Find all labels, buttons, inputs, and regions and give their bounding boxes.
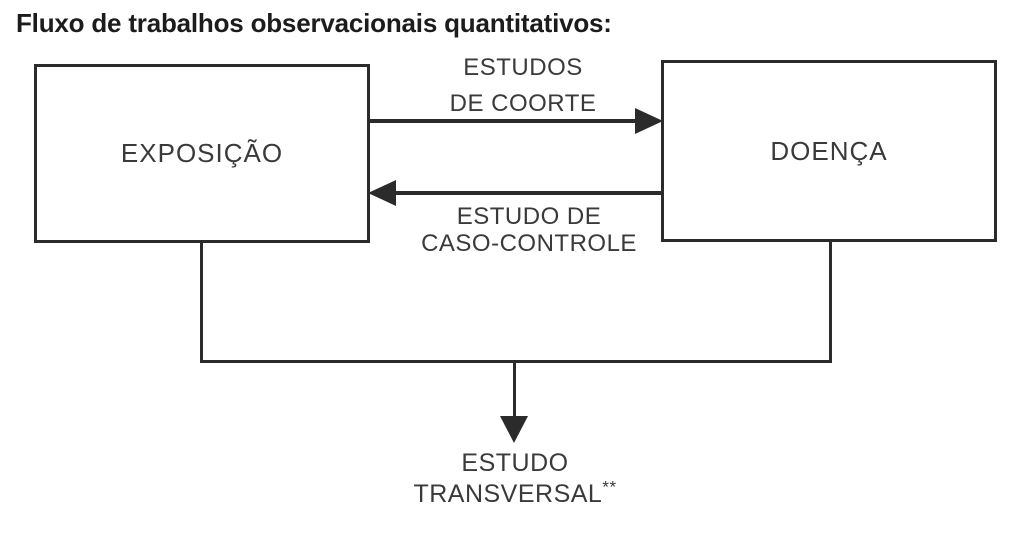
cohort-arrow-label: ESTUDOS DE COORTE xyxy=(398,50,648,122)
case-control-arrow-label-line2: CASO-CONTROLE xyxy=(421,230,637,257)
cohort-arrow-label-line2: DE COORTE xyxy=(449,90,597,117)
case-control-arrow-label: ESTUDO DE CASO-CONTROLE xyxy=(404,203,654,257)
cross-sectional-label-line1: ESTUDO xyxy=(461,449,569,477)
node-disease: DOENÇA xyxy=(661,60,997,242)
cohort-arrowhead-right-icon xyxy=(635,108,663,134)
cohort-arrow-line xyxy=(369,119,637,123)
case-control-arrowhead-left-icon xyxy=(368,180,396,206)
node-exposure: EXPOSIÇÃO xyxy=(34,64,370,243)
node-disease-label: DOENÇA xyxy=(770,135,888,166)
cross-sectional-stem-line xyxy=(513,362,516,417)
cross-sectional-label-line2: TRANSVERSAL** xyxy=(365,479,665,510)
case-control-arrow-label-line1: ESTUDO DE xyxy=(456,203,602,230)
diagram-title: Fluxo de trabalhos observacionais quanti… xyxy=(16,8,612,38)
cross-sectional-superscript: ** xyxy=(602,477,617,497)
cross-sectional-label: ESTUDO TRANSVERSAL** xyxy=(365,448,665,510)
case-control-arrow-line xyxy=(396,191,662,195)
cohort-arrow-label-line1: ESTUDOS xyxy=(463,54,583,81)
cross-sectional-label-line2-text: TRANSVERSAL xyxy=(413,480,603,508)
disease-drop-line xyxy=(829,242,832,363)
exposure-drop-line xyxy=(200,242,203,363)
cross-sectional-arrowhead-down-icon xyxy=(500,416,528,443)
node-exposure-label: EXPOSIÇÃO xyxy=(120,138,284,168)
junction-rail-line xyxy=(200,360,832,363)
